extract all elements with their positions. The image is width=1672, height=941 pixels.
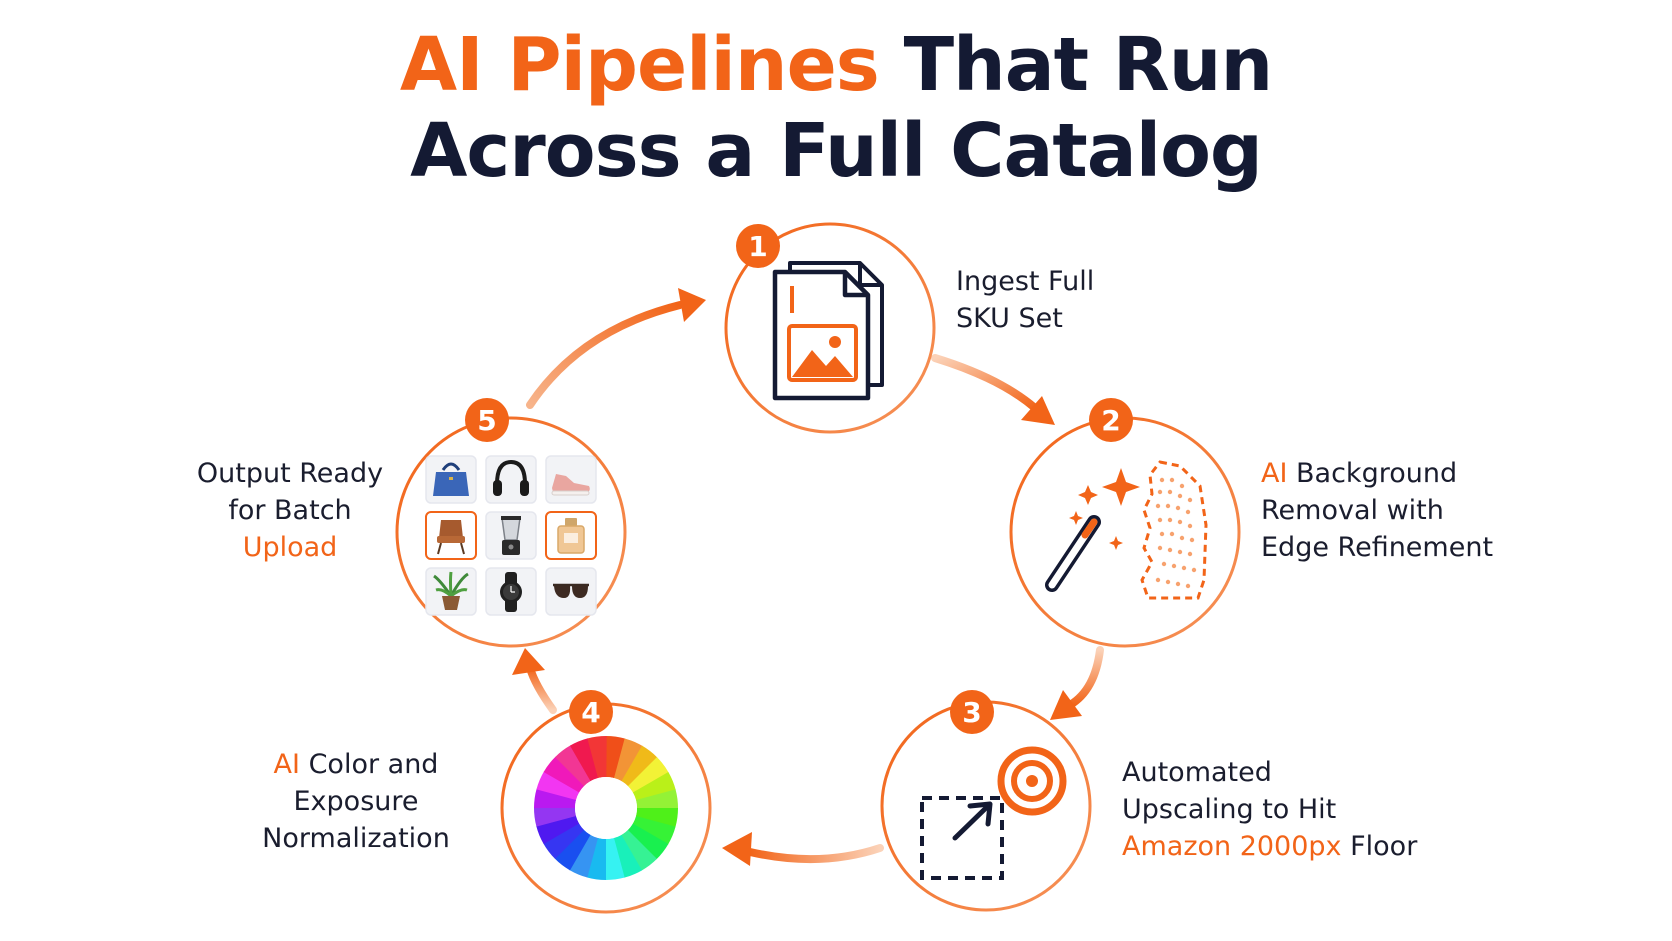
step-1-node: 1 [724, 222, 936, 434]
color-wheel-segment [632, 772, 676, 801]
step-5-label: Output Ready for Batch Upload [170, 455, 410, 566]
step-2-label: AI Background Removal with Edge Refineme… [1261, 455, 1493, 566]
color-wheel-segment [627, 823, 669, 860]
step-2-node: 2 [1009, 398, 1241, 648]
sneaker-icon [551, 474, 590, 496]
color-wheel-segment [635, 789, 679, 809]
handbag-icon [433, 462, 469, 496]
color-wheel-icon [533, 735, 679, 881]
label-line: Output Ready [196, 458, 384, 489]
color-wheel-segment [613, 834, 642, 878]
step-5-number: 5 [477, 404, 496, 437]
label-accent: AI [1261, 458, 1288, 489]
step-3-node: 3 [880, 690, 1092, 912]
color-wheel-segment [569, 834, 598, 878]
label-line: Automated [1122, 757, 1272, 788]
color-wheel-segment [587, 735, 607, 779]
label-text: Floor [1341, 831, 1418, 862]
color-wheel-segment [605, 837, 625, 881]
label-accent: Amazon 2000px [1122, 831, 1342, 862]
step-number-badge [736, 224, 780, 268]
label-line: Edge Refinement [1261, 532, 1494, 563]
label-line: Upscaling to Hit [1122, 794, 1337, 825]
color-wheel-segment [555, 745, 591, 787]
label-line: Removal with [1261, 495, 1444, 526]
image-file-stack-icon [772, 261, 884, 401]
title-line-1: AI Pipelines That Run [0, 22, 1672, 108]
color-wheel-segment [621, 829, 657, 871]
step-3-label: Automated Upscaling to Hit Amazon 2000px… [1122, 754, 1417, 865]
color-wheel-segment [536, 771, 580, 800]
arrow-2-to-3 [1050, 646, 1104, 720]
step-number-badge [465, 398, 509, 442]
label-line: Amazon 2000px Floor [1122, 828, 1417, 865]
color-wheel-segment [621, 745, 658, 787]
label-text: Color and [299, 749, 439, 780]
label-text: Background [1287, 458, 1458, 489]
label-line: SKU Set [956, 303, 1063, 334]
step-number-badge [569, 690, 613, 734]
color-wheel-segment [635, 808, 678, 828]
label-line: Exposure [293, 786, 419, 817]
label-line: Ingest Full [956, 266, 1095, 297]
step-number-badge [950, 690, 994, 734]
step-3-number: 3 [962, 696, 981, 729]
arrow-5-to-1 [526, 288, 706, 409]
plant-icon [433, 571, 469, 610]
perfume-icon [557, 518, 585, 554]
label-line: AI Background [1261, 455, 1493, 492]
color-wheel-segment [554, 829, 591, 871]
color-wheel-segment [586, 837, 606, 880]
step-1-number: 1 [748, 230, 767, 263]
step-4-number: 4 [581, 696, 600, 729]
label-accent: Upload [242, 532, 338, 563]
arrow-4-to-5 [512, 648, 557, 714]
arrow-1-to-2 [931, 354, 1055, 425]
title-line-2: Across a Full Catalog [410, 108, 1263, 194]
upscale-target-icon [920, 746, 1067, 880]
color-wheel-segment [536, 815, 580, 844]
step-number-badge [1089, 398, 1133, 442]
color-wheel-segment [533, 807, 577, 827]
label-accent: AI [273, 749, 300, 780]
blender-icon [501, 516, 521, 555]
label-line: AI Color and [236, 746, 476, 783]
magic-wand-background-removal-icon [1045, 460, 1208, 600]
label-line: Normalization [262, 823, 450, 854]
arrow-3-to-4 [722, 832, 884, 866]
color-wheel-segment [614, 738, 643, 782]
color-wheel-segment [543, 756, 585, 793]
label-line: for Batch [228, 495, 352, 526]
sunglasses-icon [553, 583, 589, 598]
title-rest: That Run [878, 22, 1274, 108]
color-wheel-segment [627, 757, 669, 793]
color-wheel-segment [534, 788, 577, 808]
step-4-label: AI Color and Exposure Normalization [236, 746, 476, 857]
chair-icon [437, 520, 465, 555]
title-accent: AI Pipelines [399, 22, 880, 108]
step-5-node: 5 [395, 398, 627, 648]
step-4-node: 4 [500, 690, 712, 914]
step-1-label: Ingest Full SKU Set [956, 263, 1094, 337]
color-wheel-segment [543, 823, 585, 859]
color-wheel-segment [570, 738, 599, 782]
headphones-icon [493, 459, 529, 496]
watch-icon [500, 572, 522, 612]
step-2-number: 2 [1101, 404, 1120, 437]
product-grid-icon [425, 455, 597, 616]
color-wheel-segment [632, 816, 676, 845]
color-wheel-segment [606, 736, 626, 779]
